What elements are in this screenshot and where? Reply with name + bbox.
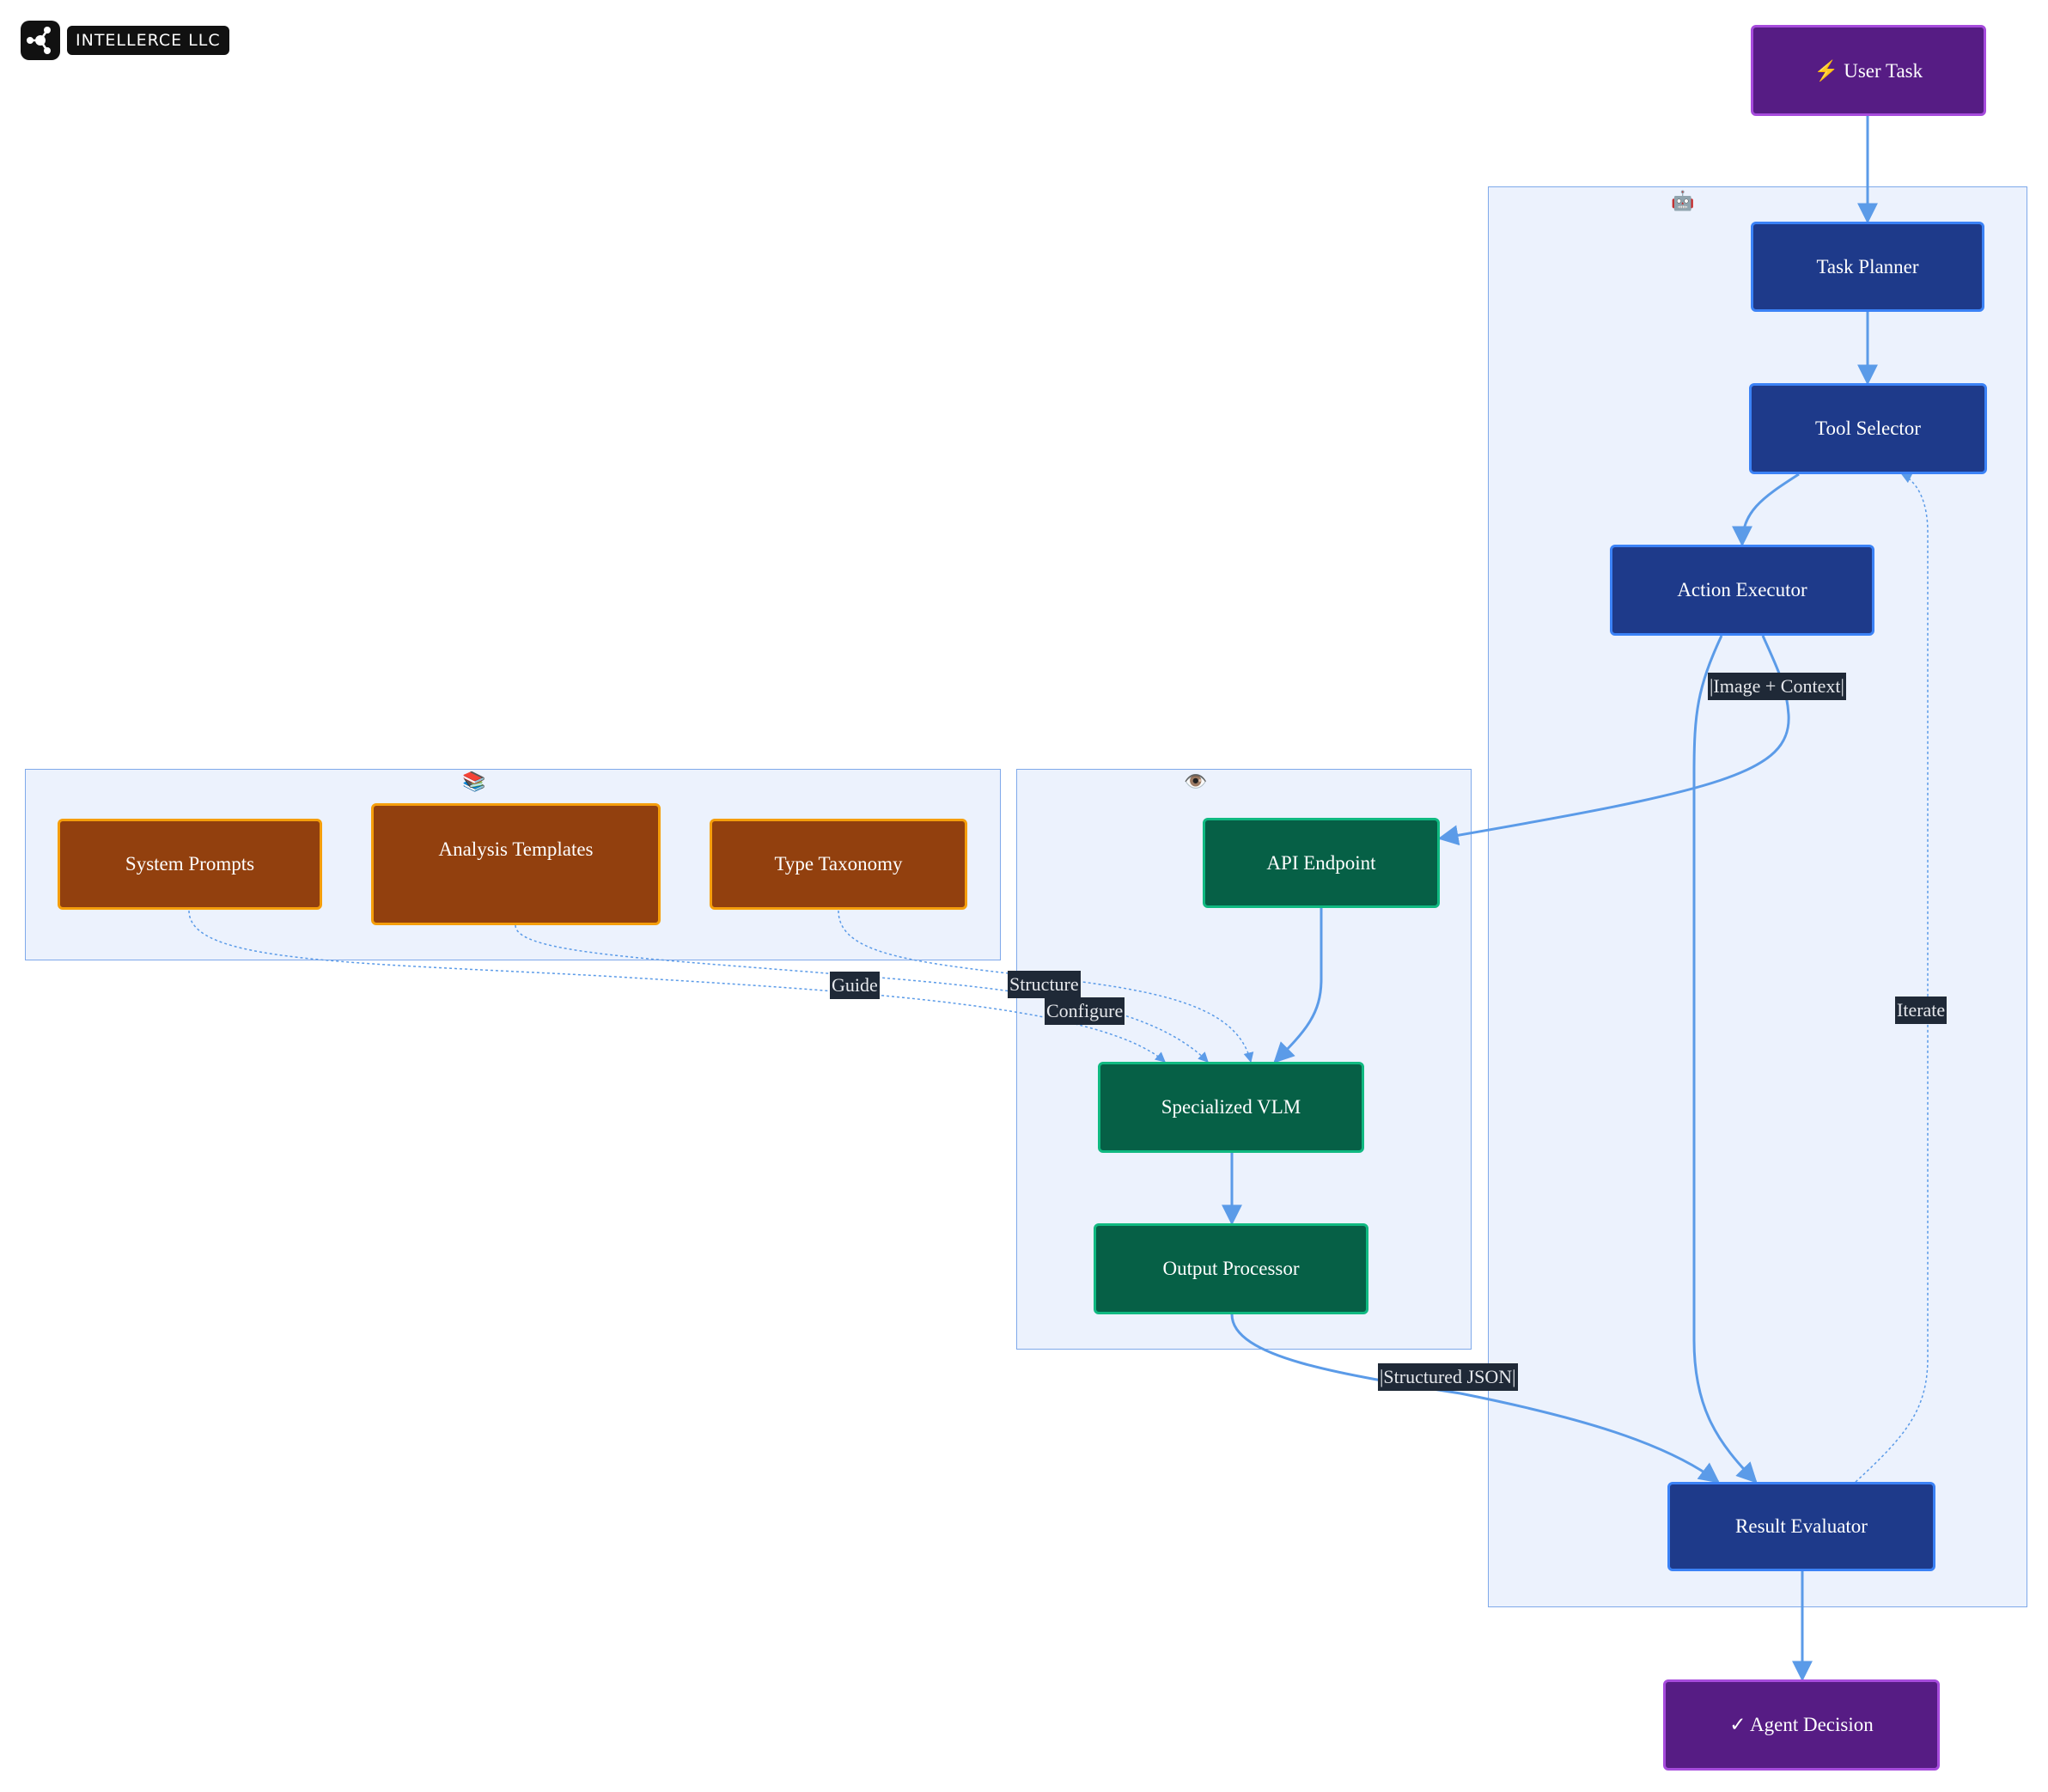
type-taxonomy-node[interactable]: Type Taxonomy [710, 819, 967, 910]
analysis-templates-label: Analysis Templates [438, 838, 594, 860]
tool-selector-label: Tool Selector [1815, 418, 1921, 439]
system-prompts-node[interactable]: System Prompts [58, 819, 322, 910]
edge-label-configure: Configure [1045, 997, 1125, 1025]
result-evaluator-label: Result Evaluator [1735, 1515, 1868, 1537]
user-task-label: ⚡ User Task [1813, 59, 1923, 82]
edge-label-structure: Structure [1008, 971, 1081, 998]
system-prompts-label: System Prompts [125, 853, 255, 875]
edge-label-structured-json: |Structured JSON| [1378, 1363, 1518, 1391]
robot-icon: 🤖 [1671, 191, 1695, 212]
edge-actionexecutor-apiendpoint [1437, 635, 1790, 846]
user-task-node[interactable]: ⚡ User Task [1751, 25, 1986, 116]
output-processor-label: Output Processor [1162, 1258, 1300, 1279]
specialized-vlm-label: Specialized VLM [1161, 1096, 1301, 1118]
action-executor-label: Action Executor [1677, 579, 1807, 600]
type-taxonomy-label: Type Taxonomy [774, 853, 903, 875]
edge-actionexecutor-resultevaluator [1692, 635, 1758, 1484]
edge-label-guide: Guide [830, 972, 880, 999]
books-icon: 📚 [462, 771, 486, 793]
logo-mark-icon [21, 21, 60, 60]
brand-logo: INTELLERCE LLC [21, 21, 229, 60]
edge-toolselector-actionexecutor [1732, 472, 1800, 547]
agent-decision-node[interactable]: ✓ Agent Decision [1663, 1679, 1940, 1771]
edge-resultevaluator-toolselector-iterate [1855, 473, 1929, 1483]
output-processor-node[interactable]: Output Processor [1094, 1223, 1368, 1314]
tool-selector-node[interactable]: Tool Selector [1749, 383, 1987, 474]
eye-icon: 👁️ [1184, 771, 1208, 793]
result-evaluator-node[interactable]: Result Evaluator [1667, 1482, 1935, 1571]
brand-name: INTELLERCE LLC [67, 26, 229, 55]
agent-decision-label: ✓ Agent Decision [1729, 1714, 1874, 1735]
task-planner-node[interactable]: Task Planner [1751, 222, 1984, 312]
specialized-vlm-node[interactable]: Specialized VLM [1098, 1062, 1364, 1153]
task-planner-label: Task Planner [1816, 255, 1919, 277]
edge-label-image-context: |Image + Context| [1708, 673, 1846, 700]
edge-label-iterate: Iterate [1895, 997, 1947, 1024]
edge-apiendpoint-vlm [1273, 908, 1323, 1064]
action-executor-node[interactable]: Action Executor [1610, 545, 1874, 636]
api-endpoint-label: API Endpoint [1266, 851, 1376, 874]
analysis-templates-node[interactable]: Analysis Templates [371, 803, 661, 925]
edge-outputprocessor-resultevaluator [1230, 1314, 1720, 1484]
api-endpoint-node[interactable]: API Endpoint [1203, 818, 1440, 908]
